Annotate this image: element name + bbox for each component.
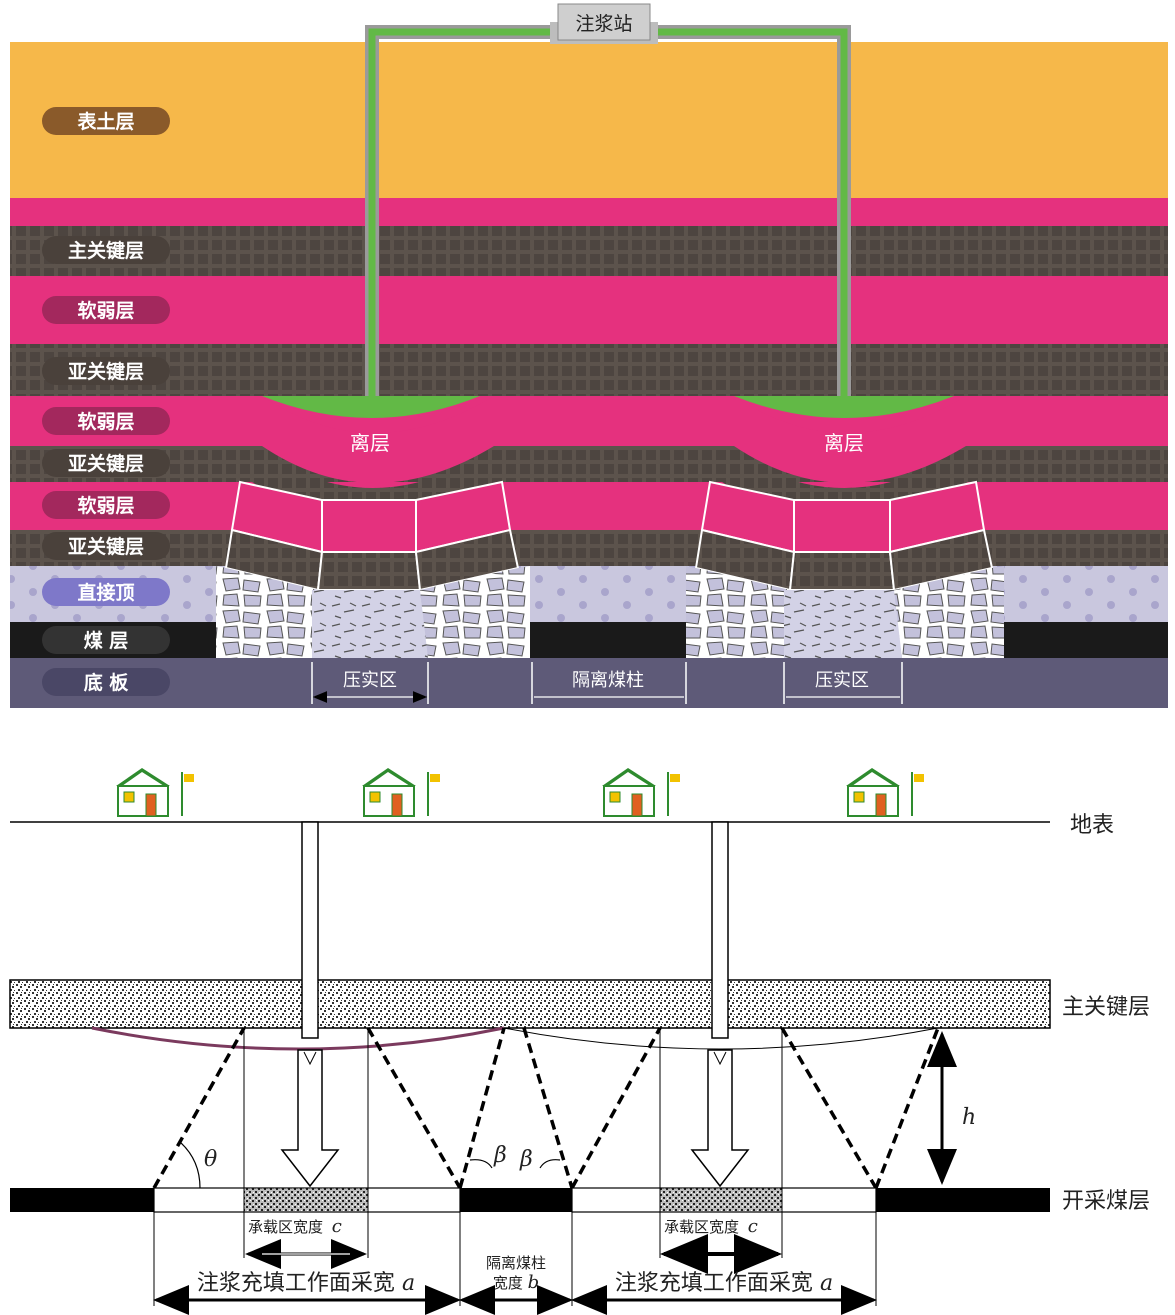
goaf-left (216, 396, 530, 658)
pill-floor: 底 板 (42, 668, 170, 696)
layer-sub-key-3 (10, 530, 1168, 566)
angle-arc-beta-right (539, 1159, 561, 1169)
pill-sub-key-3: 亚关键层 (42, 532, 170, 560)
angle-theta-label: θ (204, 1147, 217, 1172)
goaf-right (686, 396, 1004, 658)
pill-sub-key-2: 亚关键层 (42, 449, 170, 477)
pill-immediate-roof: 直接顶 (42, 578, 170, 606)
grout-arrow-left (280, 1049, 340, 1188)
layer-pills: 表土层 主关键层 软弱层 亚关键层 软弱层 亚关键层 软弱层 亚关键层 直接顶 … (42, 107, 170, 696)
bearing-zone-text-right: 承载区宽度 (664, 1218, 739, 1236)
bottom-schematic-diagram: 地表 主关键层 (9, 768, 1150, 1315)
face-width-label-left: 注浆充填工作面采宽 a (197, 1271, 415, 1296)
pill-floor-label: 底 板 (84, 671, 130, 694)
layer-sub-key-1 (10, 344, 1168, 396)
face-width-symbol-right: a (820, 1271, 833, 1296)
house-icon-3 (602, 768, 680, 817)
coal-seam-label: 开采煤层 (1062, 1189, 1150, 1214)
separation-fill-right (734, 396, 954, 418)
main-key-layer-band (9, 979, 1051, 1029)
layer-soft-0 (10, 198, 1168, 226)
face-width-left: 注浆充填工作面采宽 a (153, 1271, 461, 1315)
compact-zone-label-left: 压实区 (343, 670, 397, 691)
separation-label-right: 离层 (824, 431, 864, 455)
top-strata-diagram: 注浆站 离层 离层 表土层 主关键层 软弱层 亚关键层 软弱层 亚关键层 软弱层… (10, 3, 1168, 708)
pill-coal: 煤 层 (42, 626, 170, 654)
bearing-zone-text-left: 承载区宽度 (248, 1218, 323, 1236)
pill-topsoil-label: 表土层 (77, 110, 134, 133)
separation-curve-left (91, 1026, 505, 1051)
grout-arrow-right (690, 1049, 750, 1188)
separation-label-left: 离层 (350, 431, 390, 455)
house-icon-1 (116, 768, 194, 817)
layer-topsoil (10, 42, 1168, 198)
compact-zone-label-right: 压实区 (815, 670, 869, 691)
separation-curve-right (503, 1027, 939, 1050)
pill-sub-key-1-label: 亚关键层 (68, 360, 144, 383)
pill-soft-1-label: 软弱层 (77, 299, 134, 322)
surface-label: 地表 (1070, 813, 1114, 838)
pill-topsoil: 表土层 (42, 107, 170, 135)
pill-soft-3-label: 软弱层 (77, 494, 134, 517)
pillar-width-dim: 隔离煤柱 宽度 b (459, 1254, 573, 1315)
pill-soft-2-label: 软弱层 (77, 410, 134, 433)
angle-arc-beta-left (469, 1159, 493, 1169)
pill-sub-key-1: 亚关键层 (42, 357, 170, 385)
pill-sub-key-2-label: 亚关键层 (68, 452, 144, 475)
floor-zone-labels: 压实区 隔离煤柱 压实区 (311, 662, 903, 704)
borehole-right (711, 821, 729, 1039)
bearing-zone-left: 承载区宽度 c (245, 1216, 367, 1269)
layer-soft-3 (10, 482, 1168, 530)
bearing-zone-symbol-left: c (332, 1216, 342, 1237)
layer-main-key (10, 226, 1168, 276)
face-width-text-right: 注浆充填工作面采宽 (615, 1271, 813, 1296)
pillar-width-label-line1: 隔离煤柱 (486, 1254, 546, 1272)
layer-soft-2 (10, 396, 1168, 446)
angle-arc-theta (179, 1141, 201, 1189)
pill-soft-2: 软弱层 (42, 407, 170, 435)
bearing-zone-label-left: 承载区宽度 c (248, 1216, 342, 1237)
layer-floor (10, 658, 1168, 708)
height-symbol: h (962, 1105, 976, 1130)
coal-seam (10, 1187, 1050, 1213)
isolation-pillar-label-top: 隔离煤柱 (572, 670, 644, 691)
pill-soft-1: 软弱层 (42, 296, 170, 324)
caving-lines (152, 1027, 940, 1189)
separation-fill-left (262, 396, 480, 418)
pill-sub-key-3-label: 亚关键层 (68, 535, 144, 558)
angle-beta-label-left: β (493, 1143, 507, 1168)
main-key-layer-label: 主关键层 (1062, 995, 1150, 1020)
pill-main-key: 主关键层 (42, 236, 170, 264)
grout-station: 注浆站 (550, 3, 658, 44)
face-width-right: 注浆充填工作面采宽 a (571, 1271, 877, 1315)
bearing-zone-symbol-right: c (748, 1216, 758, 1237)
grout-station-label: 注浆站 (575, 13, 632, 35)
face-width-label-right: 注浆充填工作面采宽 a (615, 1271, 833, 1296)
pill-soft-3: 软弱层 (42, 491, 170, 519)
house-icon-4 (846, 768, 924, 817)
pill-immediate-roof-label: 直接顶 (77, 581, 134, 604)
angle-beta-label-right: β (519, 1147, 533, 1172)
pillar-width-symbol: b (528, 1272, 540, 1293)
pill-coal-label: 煤 层 (84, 630, 129, 652)
layer-soft-1 (10, 276, 1168, 344)
pillar-width-label-line2: 宽度 b (493, 1272, 539, 1293)
borehole-left (301, 821, 319, 1039)
face-width-symbol-left: a (402, 1271, 415, 1296)
bearing-zone-right: 承载区宽度 c (660, 1216, 782, 1274)
house-icon-2 (362, 768, 440, 817)
pill-main-key-label: 主关键层 (68, 239, 144, 262)
layer-sub-key-2 (10, 446, 1168, 482)
face-width-text-left: 注浆充填工作面采宽 (197, 1271, 395, 1296)
pillar-width-text: 宽度 (493, 1274, 523, 1292)
bearing-zone-label-right: 承载区宽度 c (664, 1216, 758, 1237)
